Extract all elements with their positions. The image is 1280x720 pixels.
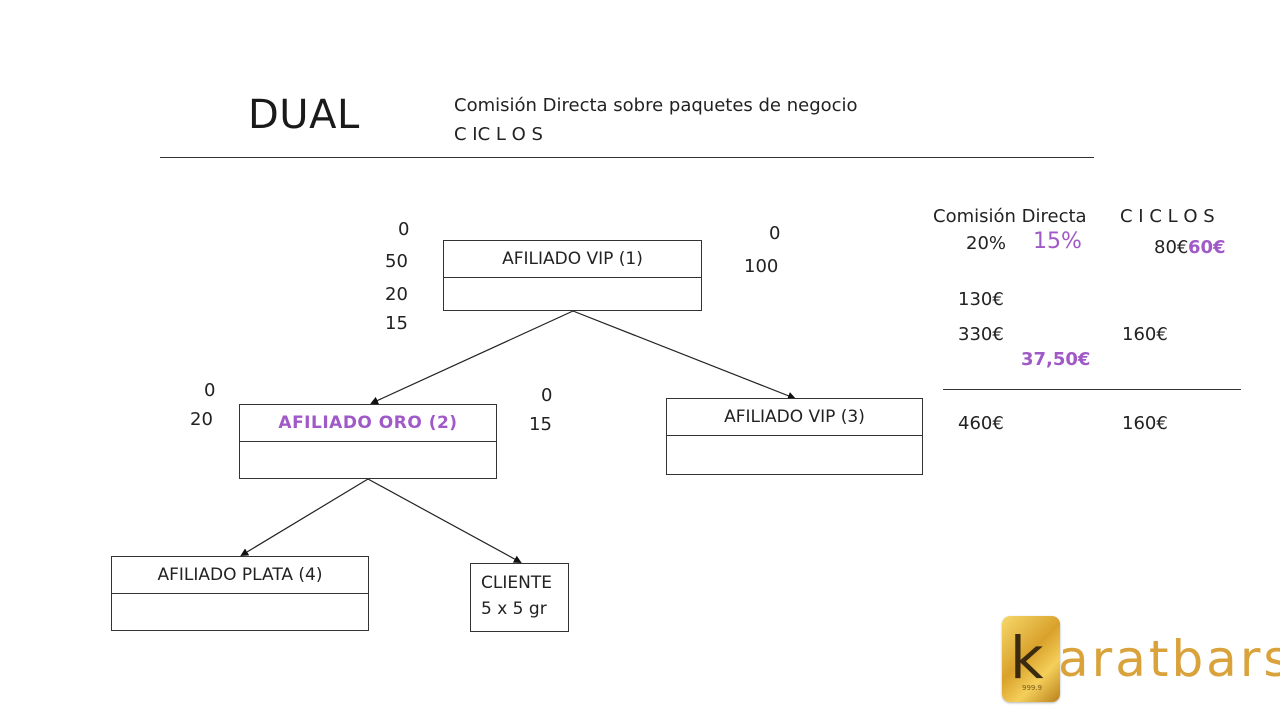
connector-vip1-to-vip3 <box>572 310 796 400</box>
summary-row-330: 330€ <box>958 324 1004 345</box>
oro2-left-value: 0 <box>204 380 216 401</box>
summary-cycles: 80€ <box>1154 237 1189 258</box>
oro2-left-value: 20 <box>190 409 213 430</box>
node-afiliado-oro-2: AFILIADO ORO (2) <box>239 404 497 479</box>
node-afiliado-vip-3: AFILIADO VIP (3) <box>666 398 923 475</box>
node-label: AFILIADO VIP (3) <box>667 399 922 436</box>
logo-letter: k <box>1010 624 1044 692</box>
summary-pct: 20% <box>966 233 1007 254</box>
logo-wordmark: aratbars <box>1058 630 1280 688</box>
summary-row-130: 130€ <box>958 289 1004 310</box>
karatbars-logo: k 999.9 aratbars <box>1000 616 1280 706</box>
node-cliente: CLIENTE 5 x 5 gr <box>470 563 569 632</box>
oro2-right-value: 0 <box>541 385 553 406</box>
cliente-label: CLIENTE <box>481 573 552 593</box>
page-title: DUAL <box>248 92 360 138</box>
summary-cycles-accent: 60€ <box>1188 237 1226 258</box>
node-afiliado-plata-4: AFILIADO PLATA (4) <box>111 556 369 631</box>
summary-accent-3750: 37,50€ <box>1021 349 1091 370</box>
summary-total-cycles: 160€ <box>1122 413 1168 434</box>
summary-divider <box>943 389 1241 390</box>
node-label: AFILIADO ORO (2) <box>240 405 496 442</box>
header-divider <box>160 157 1094 158</box>
summary-header-comision-directa: Comisión Directa <box>933 206 1087 227</box>
vip1-left-value: 15 <box>385 313 408 334</box>
gold-bar-icon: k 999.9 <box>1002 616 1060 702</box>
summary-pct-accent: 15% <box>1033 229 1082 254</box>
connector-vip1-to-oro2 <box>370 310 574 405</box>
vip1-left-value: 20 <box>385 284 408 305</box>
node-label: AFILIADO PLATA (4) <box>112 557 368 594</box>
subtitle-line-1: Comisión Directa sobre paquetes de negoc… <box>454 95 858 116</box>
connector-oro2-to-plata4 <box>240 478 369 557</box>
vip1-right-value: 0 <box>769 223 781 244</box>
node-label: AFILIADO VIP (1) <box>444 241 701 278</box>
summary-row-160: 160€ <box>1122 324 1168 345</box>
vip1-right-value: 100 <box>744 256 779 277</box>
logo-purity: 999.9 <box>1022 684 1043 692</box>
oro2-right-value: 15 <box>529 414 552 435</box>
cliente-package: 5 x 5 gr <box>481 599 547 619</box>
vip1-left-value: 50 <box>385 251 408 272</box>
vip1-left-value: 0 <box>398 219 410 240</box>
summary-header-ciclos: C I C L O S <box>1120 206 1215 227</box>
subtitle-line-2: C IC L O S <box>454 124 543 145</box>
connector-oro2-to-cliente <box>367 478 522 563</box>
node-afiliado-vip-1: AFILIADO VIP (1) <box>443 240 702 311</box>
summary-total-direct: 460€ <box>958 413 1004 434</box>
